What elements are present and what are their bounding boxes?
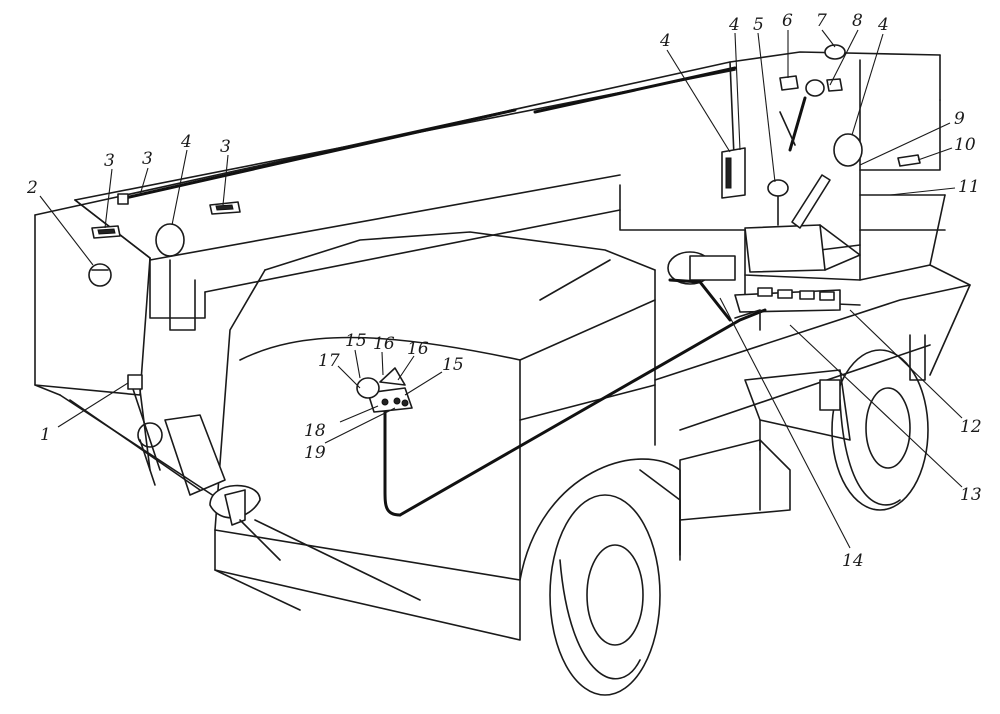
callout-3a: 3 (104, 151, 115, 171)
callout-7: 7 (816, 11, 827, 31)
callout-18: 18 (304, 421, 326, 441)
callout-4a: 4 (180, 132, 192, 152)
callout-4b: 4 (659, 31, 671, 51)
callout-5: 5 (753, 15, 764, 35)
callout-13: 13 (960, 485, 982, 505)
chassis (654, 284, 971, 556)
callout-11: 11 (958, 177, 980, 197)
callout-15a: 15 (345, 331, 367, 351)
callout-3c: 3 (220, 137, 231, 157)
callout-labels: 1 2 3 3 3 4 4 4 4 5 6 7 8 9 10 11 12 13 … (26, 11, 982, 571)
callout-4c: 4 (728, 15, 740, 35)
callout-15b: 15 (442, 355, 464, 375)
cab (214, 231, 681, 641)
wiring (383, 278, 767, 517)
callout-9: 9 (954, 109, 965, 129)
callout-19: 19 (304, 443, 326, 463)
callout-14: 14 (842, 551, 864, 571)
callout-4d: 4 (877, 15, 889, 35)
boom (34, 51, 941, 396)
rear-wheel (831, 349, 929, 511)
callout-16a: 16 (373, 334, 395, 354)
callout-16b: 16 (407, 339, 429, 359)
hook-block (59, 374, 421, 601)
callout-1: 1 (40, 425, 51, 445)
callout-3b: 3 (142, 149, 153, 169)
callout-8: 8 (852, 11, 863, 31)
callout-10: 10 (954, 135, 976, 155)
callout-12: 12 (960, 417, 982, 437)
electrical-components (88, 44, 921, 413)
callout-6: 6 (782, 11, 793, 31)
callout-17: 17 (318, 351, 340, 371)
superstructure (619, 54, 971, 313)
front-wheel (549, 494, 661, 696)
callout-2: 2 (26, 178, 38, 198)
leader-lines (39, 29, 963, 549)
